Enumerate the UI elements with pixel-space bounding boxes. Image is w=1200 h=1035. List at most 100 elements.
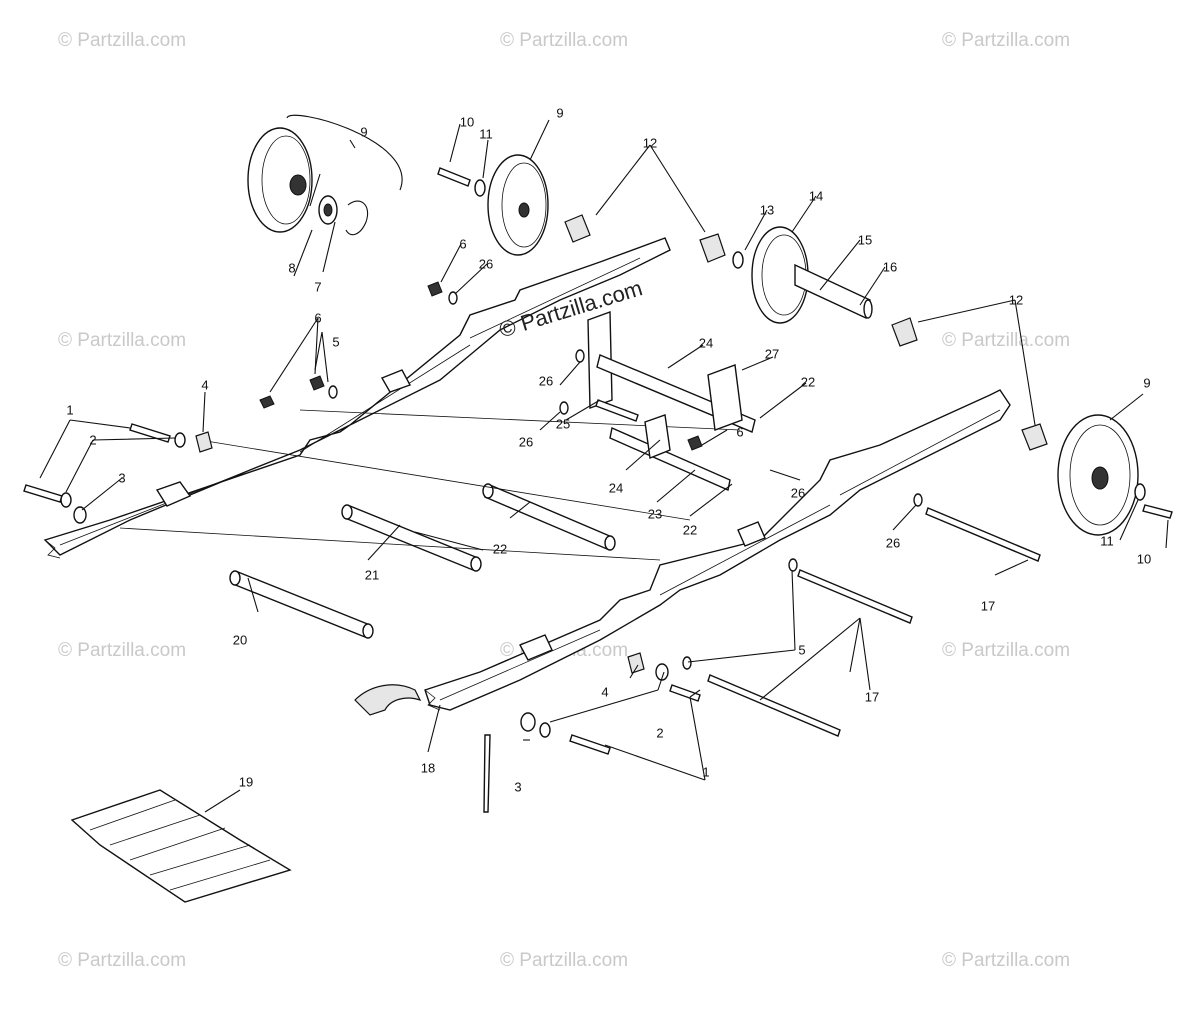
rear-axle-assembly [751, 226, 873, 324]
bolt-1 [23, 484, 63, 503]
torque-arm-assembly [587, 311, 756, 491]
callout-18: 18 [420, 760, 436, 776]
callout-26: 26 [538, 373, 554, 389]
long-bolt-17 [797, 569, 913, 624]
callout-4: 4 [201, 377, 209, 393]
callout-9: 9 [360, 124, 368, 140]
callout-5: 5 [798, 642, 806, 658]
washer-26 [448, 291, 458, 305]
washer-5 [788, 558, 798, 572]
bolt-1 [669, 684, 701, 702]
callout-19: 19 [238, 774, 254, 790]
cross-shaft-21 [341, 504, 482, 572]
nut-6 [427, 281, 443, 297]
bolt-1 [129, 423, 171, 443]
snap-ring-7 [345, 200, 368, 236]
callout-20: 20 [232, 632, 248, 648]
callout-14: 14 [808, 188, 824, 204]
callout-27: 27 [764, 346, 780, 362]
watermark: © Partzilla.com [942, 950, 1071, 971]
washer-2 [655, 663, 669, 681]
callout-25: 25 [555, 416, 571, 432]
callout-11: 11 [479, 126, 493, 142]
cap-12 [1021, 423, 1048, 451]
callout-26: 26 [885, 535, 901, 551]
idler-wheel-top-left [247, 127, 313, 233]
washer-26 [559, 401, 569, 415]
callout-2: 2 [89, 432, 97, 448]
idler-wheel-top-center [487, 154, 549, 256]
long-bolt-17 [707, 674, 841, 737]
cap-12 [699, 233, 726, 263]
washer-2 [539, 722, 551, 738]
callout-12: 12 [642, 135, 658, 151]
left-rail [43, 237, 671, 559]
washer-2 [174, 432, 186, 448]
cross-shaft-20 [229, 570, 374, 639]
washer-26 [575, 349, 585, 363]
callout-10: 10 [459, 114, 475, 130]
slide-block [380, 369, 412, 393]
nut-6 [259, 395, 275, 409]
cross-shaft-22 [482, 483, 616, 551]
callout-9: 9 [1143, 375, 1151, 391]
watermark: © Partzilla.com [58, 640, 187, 661]
callout-17: 17 [864, 689, 880, 705]
callout-22: 22 [682, 522, 698, 538]
callout-22: 22 [800, 374, 816, 390]
watermark: © Partzilla.com [58, 30, 187, 51]
callout-6: 6 [459, 236, 467, 252]
callout-17: 17 [980, 598, 996, 614]
callout-6: 6 [314, 310, 322, 326]
leader-lines [39, 114, 1169, 813]
callout-26: 26 [518, 434, 534, 450]
watermark: © Partzilla.com [500, 30, 629, 51]
washer-5 [328, 385, 338, 399]
callout-24: 24 [608, 480, 624, 496]
callout-4: 4 [601, 684, 609, 700]
spacer-4 [195, 431, 213, 453]
callout-26: 26 [478, 256, 494, 272]
right-rail [424, 389, 1011, 711]
washer-3 [520, 712, 536, 732]
bearing-8 [318, 195, 338, 225]
front-end-cap [354, 684, 422, 716]
callout-8: 8 [288, 260, 296, 276]
bolt-10 [437, 167, 471, 187]
spacer-4 [627, 652, 645, 674]
nut-6 [309, 375, 325, 391]
washer-11 [1134, 483, 1146, 501]
callout-23: 23 [647, 506, 663, 522]
cap-12 [564, 214, 591, 243]
callout-26: 26 [790, 485, 806, 501]
track-clip-19 [70, 789, 292, 903]
callout-3: 3 [514, 779, 522, 795]
slide-block [519, 634, 553, 661]
callout-3: 3 [118, 470, 126, 486]
washer-11 [474, 179, 486, 197]
watermark: © Partzilla.com [942, 640, 1071, 661]
nut-6 [687, 435, 703, 451]
callout-1: 1 [702, 764, 710, 780]
callout-13: 13 [759, 202, 775, 218]
long-bolt-17 [925, 507, 1041, 562]
washer-5 [682, 656, 692, 670]
washer-13 [732, 251, 744, 269]
callout-22: 22 [492, 541, 508, 557]
watermark: © Partzilla.com [58, 330, 187, 351]
callout-6: 6 [736, 424, 744, 440]
callout-16: 16 [882, 259, 898, 275]
bolt-10 [1142, 504, 1173, 519]
washer-2 [60, 492, 72, 508]
callout-7: 7 [314, 279, 322, 295]
watermark: © Partzilla.com [942, 30, 1071, 51]
callout-24: 24 [698, 335, 714, 351]
cap-12 [891, 317, 918, 347]
washer-26 [913, 493, 923, 507]
callout-5: 5 [332, 334, 340, 350]
bolt-18 [483, 734, 491, 813]
callout-11: 11 [1100, 533, 1114, 549]
callout-2: 2 [656, 725, 664, 741]
slide-block [155, 481, 192, 507]
